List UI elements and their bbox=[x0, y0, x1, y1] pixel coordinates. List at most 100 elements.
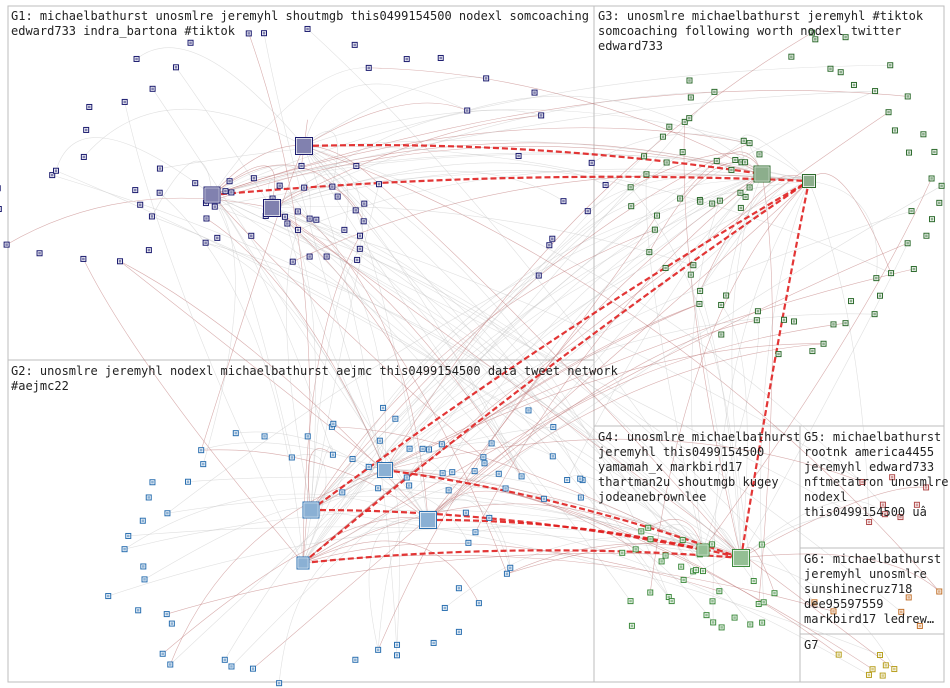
edge bbox=[474, 173, 763, 472]
edge bbox=[271, 206, 694, 266]
edge bbox=[740, 553, 940, 592]
edge bbox=[303, 83, 468, 147]
edge bbox=[284, 216, 386, 471]
node-image bbox=[54, 169, 58, 173]
edge bbox=[740, 486, 927, 559]
edge bbox=[6, 197, 273, 245]
node-image bbox=[678, 197, 682, 200]
node-image bbox=[440, 443, 444, 446]
edge bbox=[136, 47, 305, 147]
node-image bbox=[50, 173, 54, 177]
edge bbox=[310, 140, 744, 511]
edge bbox=[253, 152, 810, 182]
edge bbox=[310, 248, 361, 511]
node-image bbox=[315, 218, 318, 222]
node-image bbox=[629, 599, 632, 603]
edge bbox=[205, 242, 704, 551]
node-image bbox=[906, 95, 910, 98]
node-image bbox=[126, 534, 130, 538]
edge bbox=[271, 207, 581, 479]
edge bbox=[55, 137, 213, 196]
node-image bbox=[252, 176, 256, 180]
edge bbox=[162, 517, 429, 655]
node-image bbox=[353, 43, 357, 47]
node-image bbox=[887, 110, 890, 114]
edge bbox=[271, 173, 349, 230]
node-image bbox=[822, 342, 825, 346]
node-image bbox=[604, 183, 607, 187]
node-image bbox=[408, 447, 411, 451]
node-image bbox=[508, 566, 512, 570]
node-image bbox=[82, 257, 85, 261]
node-image bbox=[893, 667, 896, 671]
edge bbox=[630, 153, 763, 188]
node-image bbox=[465, 109, 469, 112]
node-image bbox=[504, 487, 507, 490]
node-image bbox=[473, 469, 476, 473]
edge bbox=[303, 145, 697, 571]
edge bbox=[151, 216, 704, 551]
node-image bbox=[296, 210, 300, 213]
node-image bbox=[724, 294, 728, 297]
node-image bbox=[701, 569, 705, 573]
node-image bbox=[331, 453, 335, 457]
node-image bbox=[925, 234, 928, 238]
edge bbox=[302, 187, 631, 564]
node-image bbox=[688, 79, 691, 82]
node-image bbox=[150, 215, 154, 218]
edge bbox=[427, 215, 658, 521]
node-image bbox=[395, 653, 399, 657]
edge bbox=[307, 28, 742, 559]
edge bbox=[211, 153, 717, 196]
node-image bbox=[505, 572, 509, 576]
node-image bbox=[421, 447, 424, 451]
node-image bbox=[204, 241, 207, 245]
edge bbox=[427, 185, 942, 521]
node-image bbox=[718, 199, 722, 202]
node-image bbox=[889, 271, 893, 275]
edge bbox=[124, 101, 304, 564]
node-image bbox=[302, 186, 306, 189]
node-image bbox=[147, 496, 151, 499]
node-image bbox=[756, 309, 760, 313]
edge bbox=[702, 320, 759, 551]
edge bbox=[303, 109, 744, 147]
edge bbox=[211, 194, 553, 457]
node-image bbox=[713, 90, 716, 94]
node-image bbox=[629, 204, 633, 208]
node-image bbox=[649, 537, 652, 541]
node-image bbox=[620, 551, 624, 555]
node-image bbox=[457, 630, 461, 634]
node-image bbox=[325, 255, 328, 258]
node-image bbox=[711, 600, 714, 603]
node-image bbox=[394, 417, 397, 421]
edge bbox=[720, 304, 748, 559]
edge bbox=[302, 473, 499, 564]
node-image bbox=[395, 643, 399, 647]
edge bbox=[303, 102, 468, 147]
edge bbox=[303, 145, 398, 656]
node-image bbox=[143, 578, 146, 581]
node-image bbox=[667, 595, 671, 599]
edge bbox=[310, 210, 912, 511]
nodes bbox=[0, 25, 945, 687]
node-image bbox=[216, 236, 219, 240]
edge bbox=[271, 162, 606, 209]
node-image bbox=[450, 470, 454, 474]
node-image bbox=[565, 478, 569, 482]
edge bbox=[690, 200, 721, 551]
edge-strong bbox=[739, 180, 811, 559]
edge bbox=[377, 516, 429, 650]
node-image bbox=[937, 590, 941, 593]
edge bbox=[302, 275, 539, 564]
node-image bbox=[405, 476, 409, 479]
node-image bbox=[629, 185, 632, 189]
node-image bbox=[135, 57, 138, 61]
node-image bbox=[308, 255, 311, 258]
node-image bbox=[634, 548, 637, 551]
node-image bbox=[883, 512, 887, 516]
edge bbox=[760, 180, 810, 603]
node-image bbox=[420, 512, 436, 528]
edge-strong bbox=[302, 180, 810, 564]
